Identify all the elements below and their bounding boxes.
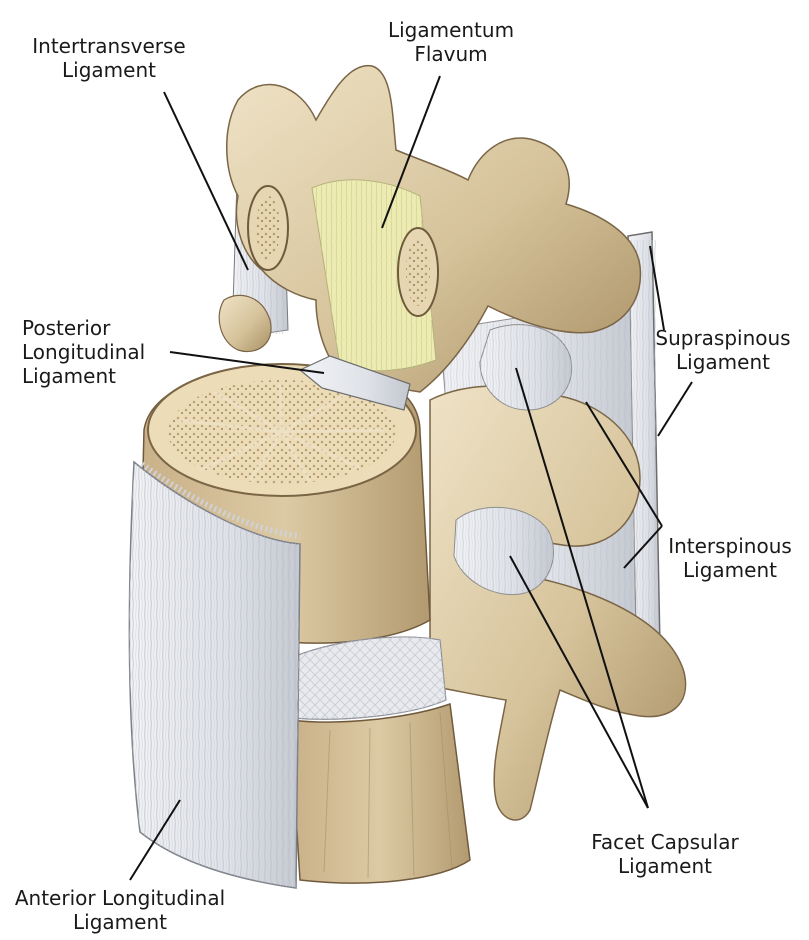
label-ligamentum-flavum-line2: Flavum <box>376 42 526 66</box>
label-facet-capsular-ligament: Facet Capsular Ligament <box>580 830 750 878</box>
label-interspinous-line1: Interspinous <box>660 534 800 558</box>
label-intertransverse-ligament: Intertransverse Ligament <box>14 34 204 82</box>
label-facet-capsular-line1: Facet Capsular <box>580 830 750 854</box>
label-posterior-longitudinal-ligament: Posterior Longitudinal Ligament <box>22 316 172 388</box>
label-facet-capsular-line2: Ligament <box>580 854 750 878</box>
label-ligamentum-flavum: Ligamentum Flavum <box>376 18 526 66</box>
label-intertransverse-line2: Ligament <box>14 58 204 82</box>
label-ligamentum-flavum-line1: Ligamentum <box>376 18 526 42</box>
lower-vertebral-body <box>290 704 470 883</box>
label-posterior-longitudinal-line1: Posterior <box>22 316 172 340</box>
label-anterior-longitudinal-line2: Ligament <box>4 910 236 934</box>
label-anterior-longitudinal-ligament: Anterior Longitudinal Ligament <box>4 886 236 934</box>
leader-supraspinous-lower <box>658 382 692 436</box>
label-supraspinous-line1: Supraspinous <box>648 326 798 350</box>
label-interspinous-ligament: Interspinous Ligament <box>660 534 800 582</box>
label-interspinous-line2: Ligament <box>660 558 800 582</box>
label-anterior-longitudinal-line1: Anterior Longitudinal <box>4 886 236 910</box>
label-posterior-longitudinal-line2: Longitudinal <box>22 340 172 364</box>
label-supraspinous-line2: Ligament <box>648 350 798 374</box>
label-supraspinous-ligament: Supraspinous Ligament <box>648 326 798 374</box>
label-posterior-longitudinal-line3: Ligament <box>22 364 172 388</box>
label-intertransverse-line1: Intertransverse <box>14 34 204 58</box>
